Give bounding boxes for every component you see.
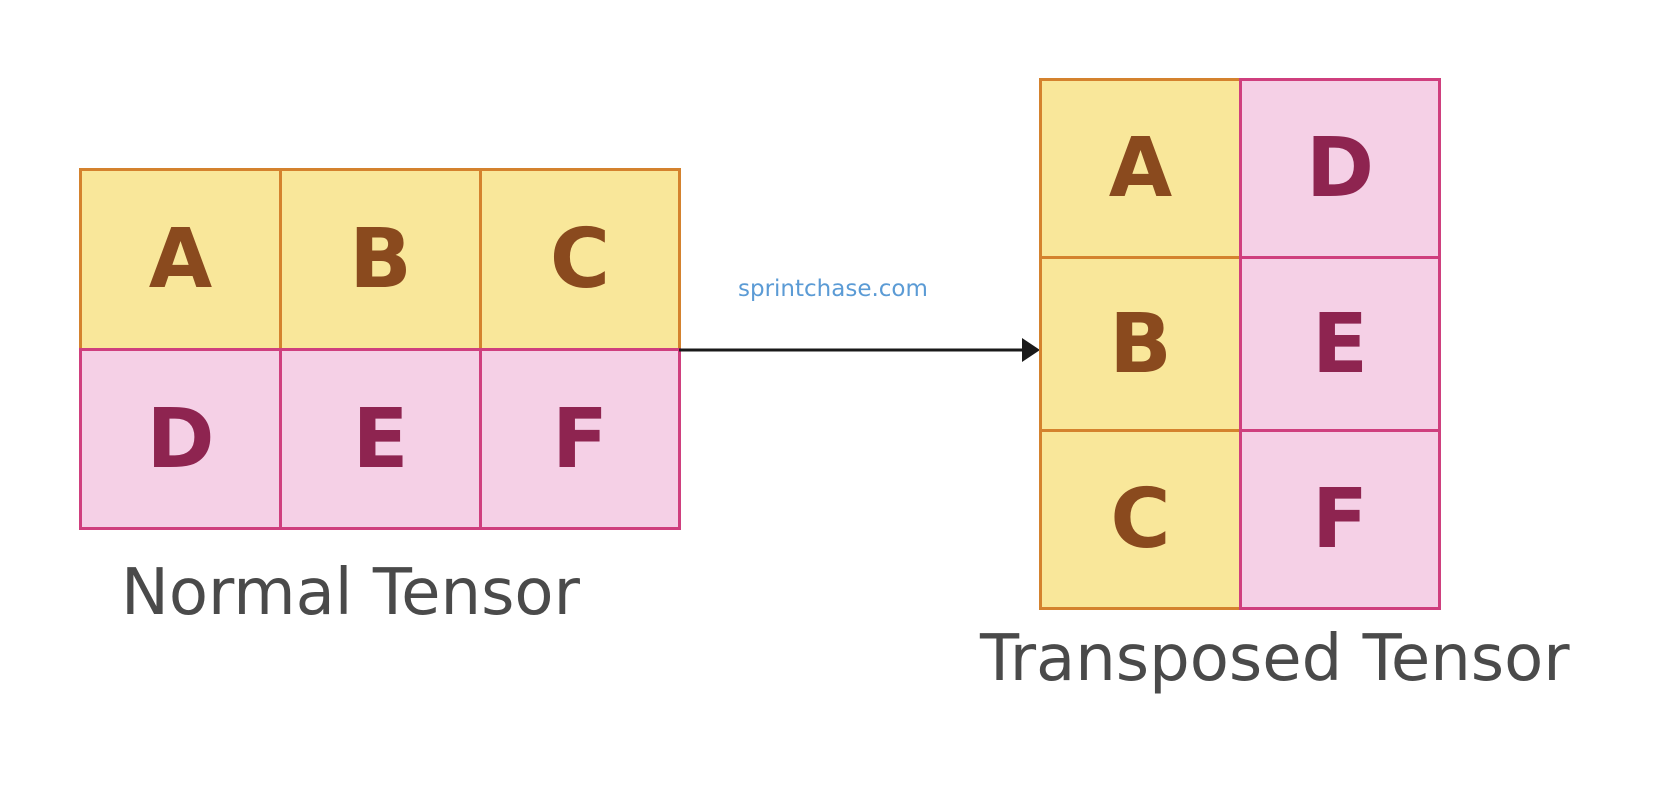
cell-a: A: [79, 168, 282, 351]
cell-c: C: [1039, 429, 1242, 610]
cell-f: F: [1239, 429, 1441, 610]
cell-c: C: [479, 168, 681, 351]
arrow-head-icon: [1022, 338, 1040, 362]
transposed-tensor-label: Transposed Tensor: [980, 622, 1570, 696]
cell-d: D: [79, 348, 282, 530]
cell-e: E: [1239, 256, 1441, 432]
cell-b: B: [1039, 256, 1242, 432]
cell-a: A: [1039, 78, 1242, 259]
normal-tensor-label: Normal Tensor: [121, 556, 580, 630]
watermark: sprintchase.com: [738, 276, 928, 302]
cell-f: F: [479, 348, 681, 530]
cell-d: D: [1239, 78, 1441, 259]
cell-e: E: [279, 348, 482, 530]
